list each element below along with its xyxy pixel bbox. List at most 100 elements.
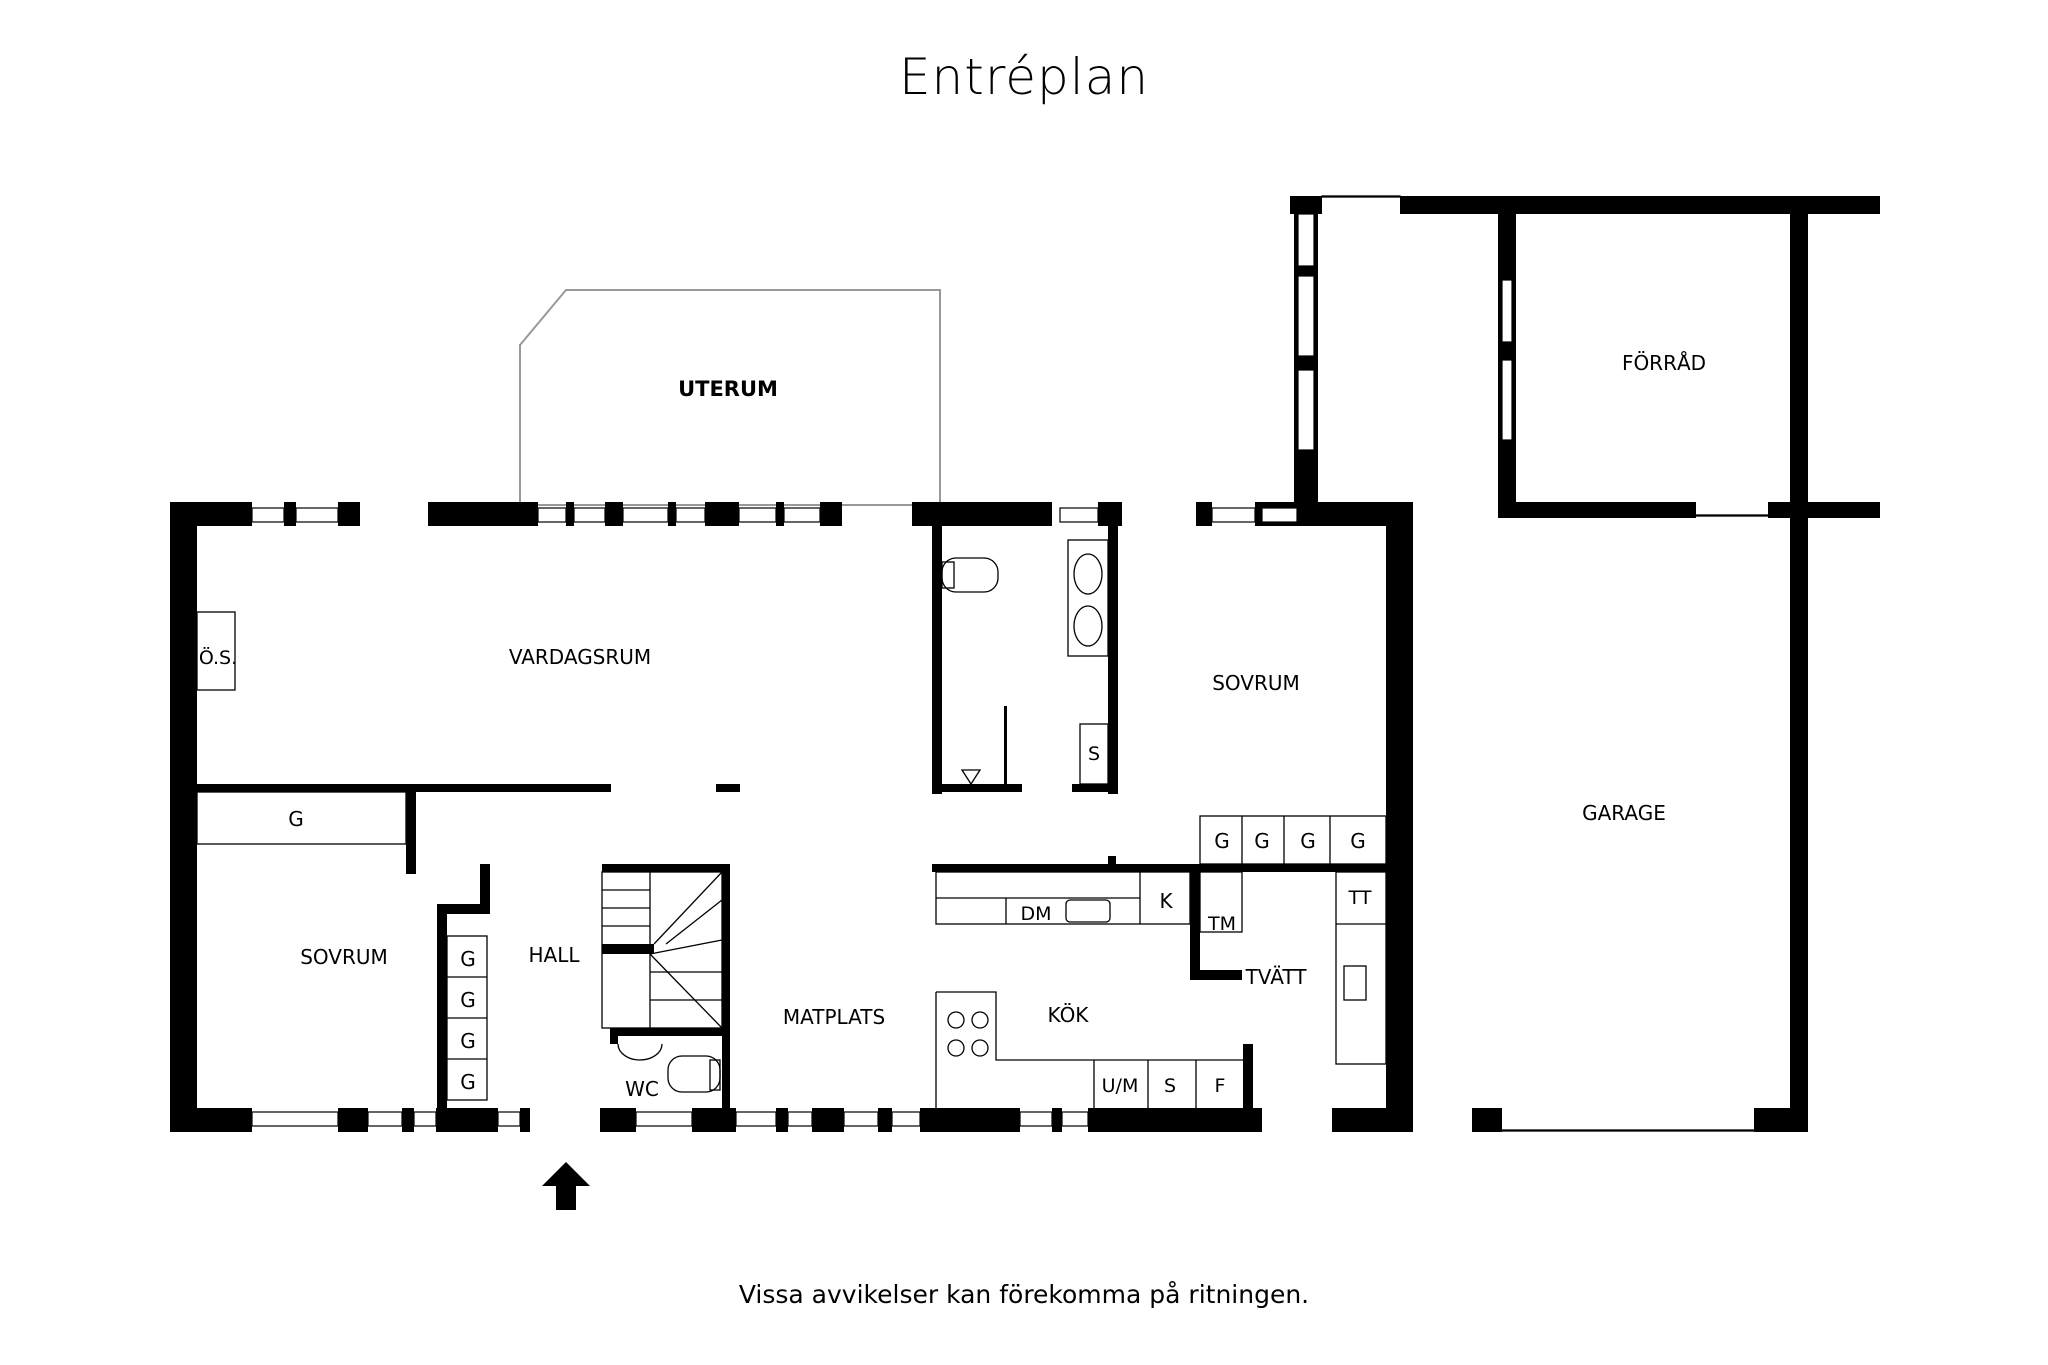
sink-icon bbox=[1073, 605, 1103, 647]
fixture-label-g: G bbox=[1350, 829, 1366, 853]
interior-wall bbox=[480, 864, 490, 914]
wall-top bbox=[1196, 502, 1212, 526]
stair-dash bbox=[669, 864, 676, 872]
room-label-sovrum-right: SOVRUM bbox=[1212, 671, 1300, 695]
closet bbox=[196, 791, 407, 845]
room-label-garage: GARAGE bbox=[1582, 801, 1666, 825]
interior-wall bbox=[932, 784, 1022, 792]
sink-icon bbox=[1073, 553, 1103, 595]
interior-wall bbox=[932, 526, 942, 794]
stair-dash bbox=[604, 864, 611, 872]
stair-dash bbox=[630, 864, 637, 872]
window bbox=[1019, 1111, 1053, 1127]
garage-window bbox=[1297, 275, 1315, 357]
window bbox=[675, 507, 706, 523]
wall-top bbox=[776, 502, 784, 526]
toilet-tank bbox=[709, 1059, 721, 1091]
interior-wall bbox=[1072, 784, 1108, 792]
wall-bottom bbox=[1088, 1108, 1262, 1132]
wall-right bbox=[1386, 502, 1413, 1132]
interior-wall bbox=[1243, 1044, 1253, 1108]
wall-bottom bbox=[692, 1108, 736, 1132]
toilet-icon bbox=[667, 1055, 721, 1093]
wall-bottom bbox=[1052, 1108, 1062, 1132]
stair-dash bbox=[721, 864, 728, 872]
interior-wall bbox=[1190, 864, 1200, 980]
garage-wall bbox=[1400, 196, 1880, 214]
interior-wall bbox=[437, 904, 447, 1108]
stove-burner-icon bbox=[947, 1011, 965, 1029]
wall-bottom bbox=[402, 1108, 414, 1132]
garage-wall bbox=[1294, 266, 1318, 276]
interior-wall bbox=[1108, 856, 1116, 864]
garage-window bbox=[1297, 369, 1315, 451]
fixture-label-g: G bbox=[460, 1070, 476, 1094]
window bbox=[787, 1111, 813, 1127]
fixture-label-f: F bbox=[1215, 1075, 1226, 1097]
room-label-matplats: MATPLATS bbox=[783, 1005, 885, 1029]
wall-top bbox=[820, 502, 842, 526]
wall-top bbox=[668, 502, 676, 526]
window bbox=[735, 1111, 777, 1127]
fixture-label-g: G bbox=[460, 988, 476, 1012]
interior-wall bbox=[1190, 970, 1242, 980]
window bbox=[1261, 507, 1298, 523]
fixture-label-tt: TT bbox=[1348, 887, 1372, 909]
window bbox=[1061, 1111, 1089, 1127]
room-label-uterum: UTERUM bbox=[678, 377, 778, 401]
room-label-tvatt: TVÄTT bbox=[1245, 965, 1308, 989]
interior-wall bbox=[1004, 706, 1007, 790]
room-label-kok: KÖK bbox=[1048, 1003, 1090, 1027]
wall-top bbox=[566, 502, 574, 526]
window bbox=[573, 507, 606, 523]
wall-top bbox=[284, 502, 296, 526]
stair-dash bbox=[695, 864, 702, 872]
fixture-label-dm: DM bbox=[1020, 903, 1051, 925]
wall-top bbox=[605, 502, 623, 526]
window bbox=[251, 1111, 339, 1127]
sink-icon bbox=[617, 1043, 663, 1061]
dryer bbox=[1199, 871, 1243, 933]
fixture-label-s: S bbox=[1088, 743, 1100, 765]
interior-wall bbox=[716, 784, 740, 792]
laundry-counter bbox=[1335, 871, 1387, 1065]
forrad-window bbox=[1501, 279, 1513, 343]
wall-bottom bbox=[170, 1108, 252, 1132]
interior-wall bbox=[932, 864, 1386, 872]
interior-wall bbox=[722, 864, 730, 1108]
fixture-label-g: G bbox=[460, 947, 476, 971]
toilet-tank bbox=[941, 561, 955, 589]
wall-top bbox=[338, 502, 360, 526]
forrad-window bbox=[1501, 359, 1513, 441]
window bbox=[738, 507, 777, 523]
kitchen-counter bbox=[935, 991, 1243, 1108]
stair-dash bbox=[617, 864, 624, 872]
stove-burner-icon bbox=[971, 1011, 989, 1029]
plan-title: Entréplan bbox=[898, 48, 1150, 106]
laundry-sink-icon bbox=[1343, 965, 1367, 1001]
wall-bottom bbox=[436, 1108, 498, 1132]
window bbox=[622, 507, 669, 523]
room-label-vardagsrum: VARDAGSRUM bbox=[509, 645, 651, 669]
wall-top bbox=[912, 502, 1052, 526]
fixture-label-g: G bbox=[288, 807, 304, 831]
garage-wall bbox=[1754, 1108, 1808, 1132]
forrad-door-opening bbox=[1695, 514, 1769, 517]
wall-top bbox=[705, 502, 739, 526]
fixture-label-os: Ö.S. bbox=[199, 646, 237, 669]
room-label-sovrum-left: SOVRUM bbox=[300, 945, 388, 969]
room-label-wc: WC bbox=[625, 1077, 659, 1101]
garage-door-opening bbox=[1321, 195, 1401, 198]
stove-burner-icon bbox=[971, 1039, 989, 1057]
wall-bottom bbox=[520, 1108, 530, 1132]
forrad-wall bbox=[1790, 196, 1808, 1132]
interior-wall bbox=[1108, 526, 1118, 794]
window bbox=[367, 1111, 403, 1127]
room-label-forrad: FÖRRÅD bbox=[1622, 351, 1706, 375]
window bbox=[635, 1111, 693, 1127]
double-sink bbox=[1067, 539, 1109, 657]
forrad-wall bbox=[1768, 502, 1880, 518]
wall-top bbox=[428, 502, 538, 526]
window bbox=[537, 507, 567, 523]
